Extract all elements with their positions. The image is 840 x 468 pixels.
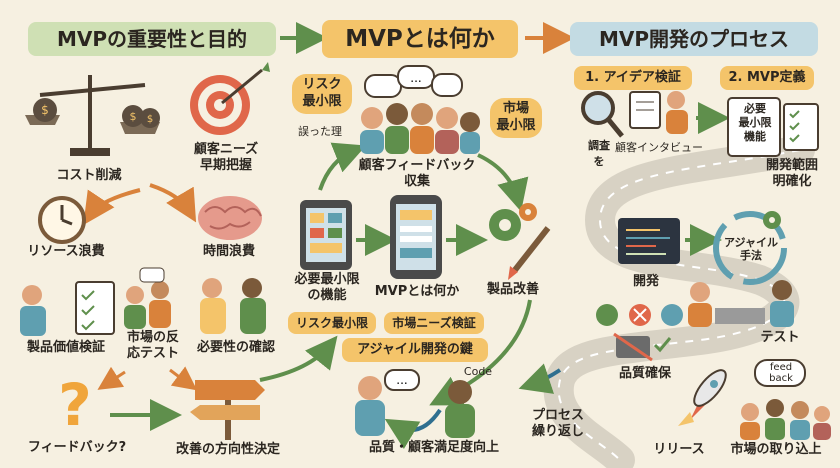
- label-time-waste: 時間浪費: [202, 244, 255, 259]
- label-feedback-bubble: feed back: [769, 362, 793, 384]
- signpost-icon: [190, 380, 265, 440]
- label-feedback-question: フィードバック?: [27, 440, 127, 455]
- arrow-cost-time: [149, 183, 197, 223]
- code-screen-icon: [618, 218, 680, 264]
- label-test: テスト: [760, 330, 800, 345]
- arrow-cost-resource: [83, 188, 141, 225]
- arrow-features-feedback: [318, 142, 367, 191]
- magnifier-icon: [581, 91, 624, 138]
- svg-text:...: ...: [396, 373, 407, 387]
- arrow-repeat-back: [518, 363, 562, 394]
- bubble-risk-min: リスク 最小限: [292, 74, 352, 114]
- testers-icon: [688, 280, 794, 327]
- handshake-icon: [200, 278, 266, 334]
- rocket-icon: [678, 369, 727, 426]
- header-mvp-process: MVP開発のプロセス: [570, 22, 818, 56]
- label-need-confirm: 必要性の確認: [196, 340, 275, 355]
- arrow-test-feedback: [97, 366, 126, 390]
- label-product-value: 製品価値検証: [26, 340, 105, 355]
- label-checklist: 必要 最小限 機能: [738, 102, 772, 143]
- label-misunderstanding: 誤った理: [298, 125, 342, 138]
- bubble-market-min: 市場 最小限: [490, 98, 542, 138]
- agile-cycle-icon: [713, 211, 787, 285]
- header-mvp-importance: MVPの重要性と目的: [28, 22, 276, 56]
- arrow-feedback-improve: [477, 153, 529, 212]
- person-checklist-icon: [20, 281, 115, 336]
- tag-risk-min: リスク最小限: [288, 312, 376, 334]
- step-mvp-definition: 2. MVP定義: [720, 66, 814, 90]
- arrow-loop-people: [384, 408, 442, 450]
- target-icon: [190, 62, 270, 135]
- clock-icon: [38, 196, 86, 244]
- crowd-icon: [360, 103, 480, 154]
- label-min-features: 必要最小限 の機能: [294, 272, 360, 303]
- label-market-capture: 市場の取り込上: [730, 442, 822, 457]
- label-agile: アジャイル 手法: [724, 236, 779, 262]
- phone-icon: [390, 195, 442, 279]
- label-early-needs: 顧客ニーズ 早期把握: [193, 142, 259, 173]
- label-direction: 改善の方向性決定: [175, 442, 280, 457]
- label-research: 調査 を: [588, 139, 610, 168]
- group-icon: [124, 267, 171, 329]
- svg-text:?: ?: [58, 371, 92, 439]
- team-bottom-icon: ...: [355, 369, 475, 438]
- tag-agile-key: アジャイル開発の鍵: [342, 338, 488, 362]
- label-repeat: プロセス 繰り返し: [531, 408, 584, 439]
- gear-brush-icon: [489, 203, 551, 280]
- step-idea-validation: 1. アイデア検証: [574, 66, 692, 90]
- svg-text:$: $: [41, 103, 49, 117]
- arrow-test-direction: [169, 366, 198, 391]
- interview-icon: [629, 91, 688, 134]
- brain-icon: [198, 196, 262, 240]
- label-resource-waste: リソース浪費: [27, 244, 105, 259]
- arrow-direction-center: [259, 335, 338, 382]
- label-product-improve: 製品改善: [486, 282, 539, 297]
- label-code: Code: [463, 365, 493, 378]
- speech-bubbles-icon: ...: [364, 65, 463, 98]
- tag-market-needs: 市場ニーズ検証: [384, 312, 484, 334]
- header-what-is-mvp: MVPとは何か: [322, 20, 518, 58]
- svg-text:$: $: [130, 110, 137, 123]
- label-cost-reduction: コスト削減: [56, 168, 122, 183]
- clipboard-icon: [727, 97, 819, 157]
- label-quality-satisfaction: 品質・顧客満足度向上: [368, 440, 499, 455]
- label-dev: 開発: [632, 274, 659, 289]
- label-market-test: 市場の反 応テスト: [126, 330, 179, 361]
- label-scope: 開発範囲 明確化: [765, 158, 818, 189]
- label-what-is-mvp: MVPとは何か: [374, 284, 460, 299]
- question-icon: ?: [58, 371, 92, 439]
- label-feedback-collect: 顧客フィードバック 収集: [358, 158, 476, 189]
- label-release: リリース: [653, 442, 705, 457]
- svg-text:$: $: [147, 114, 153, 125]
- svg-text:...: ...: [410, 71, 421, 85]
- quality-badges-icon: [596, 304, 683, 362]
- scale-icon: $ $ $: [25, 75, 160, 156]
- label-interview: 顧客インタビュー: [615, 141, 703, 154]
- tablet-icon: [300, 200, 352, 270]
- label-qa: 品質確保: [618, 366, 671, 381]
- crowd-right-icon: [740, 359, 831, 440]
- process-road: [543, 135, 815, 468]
